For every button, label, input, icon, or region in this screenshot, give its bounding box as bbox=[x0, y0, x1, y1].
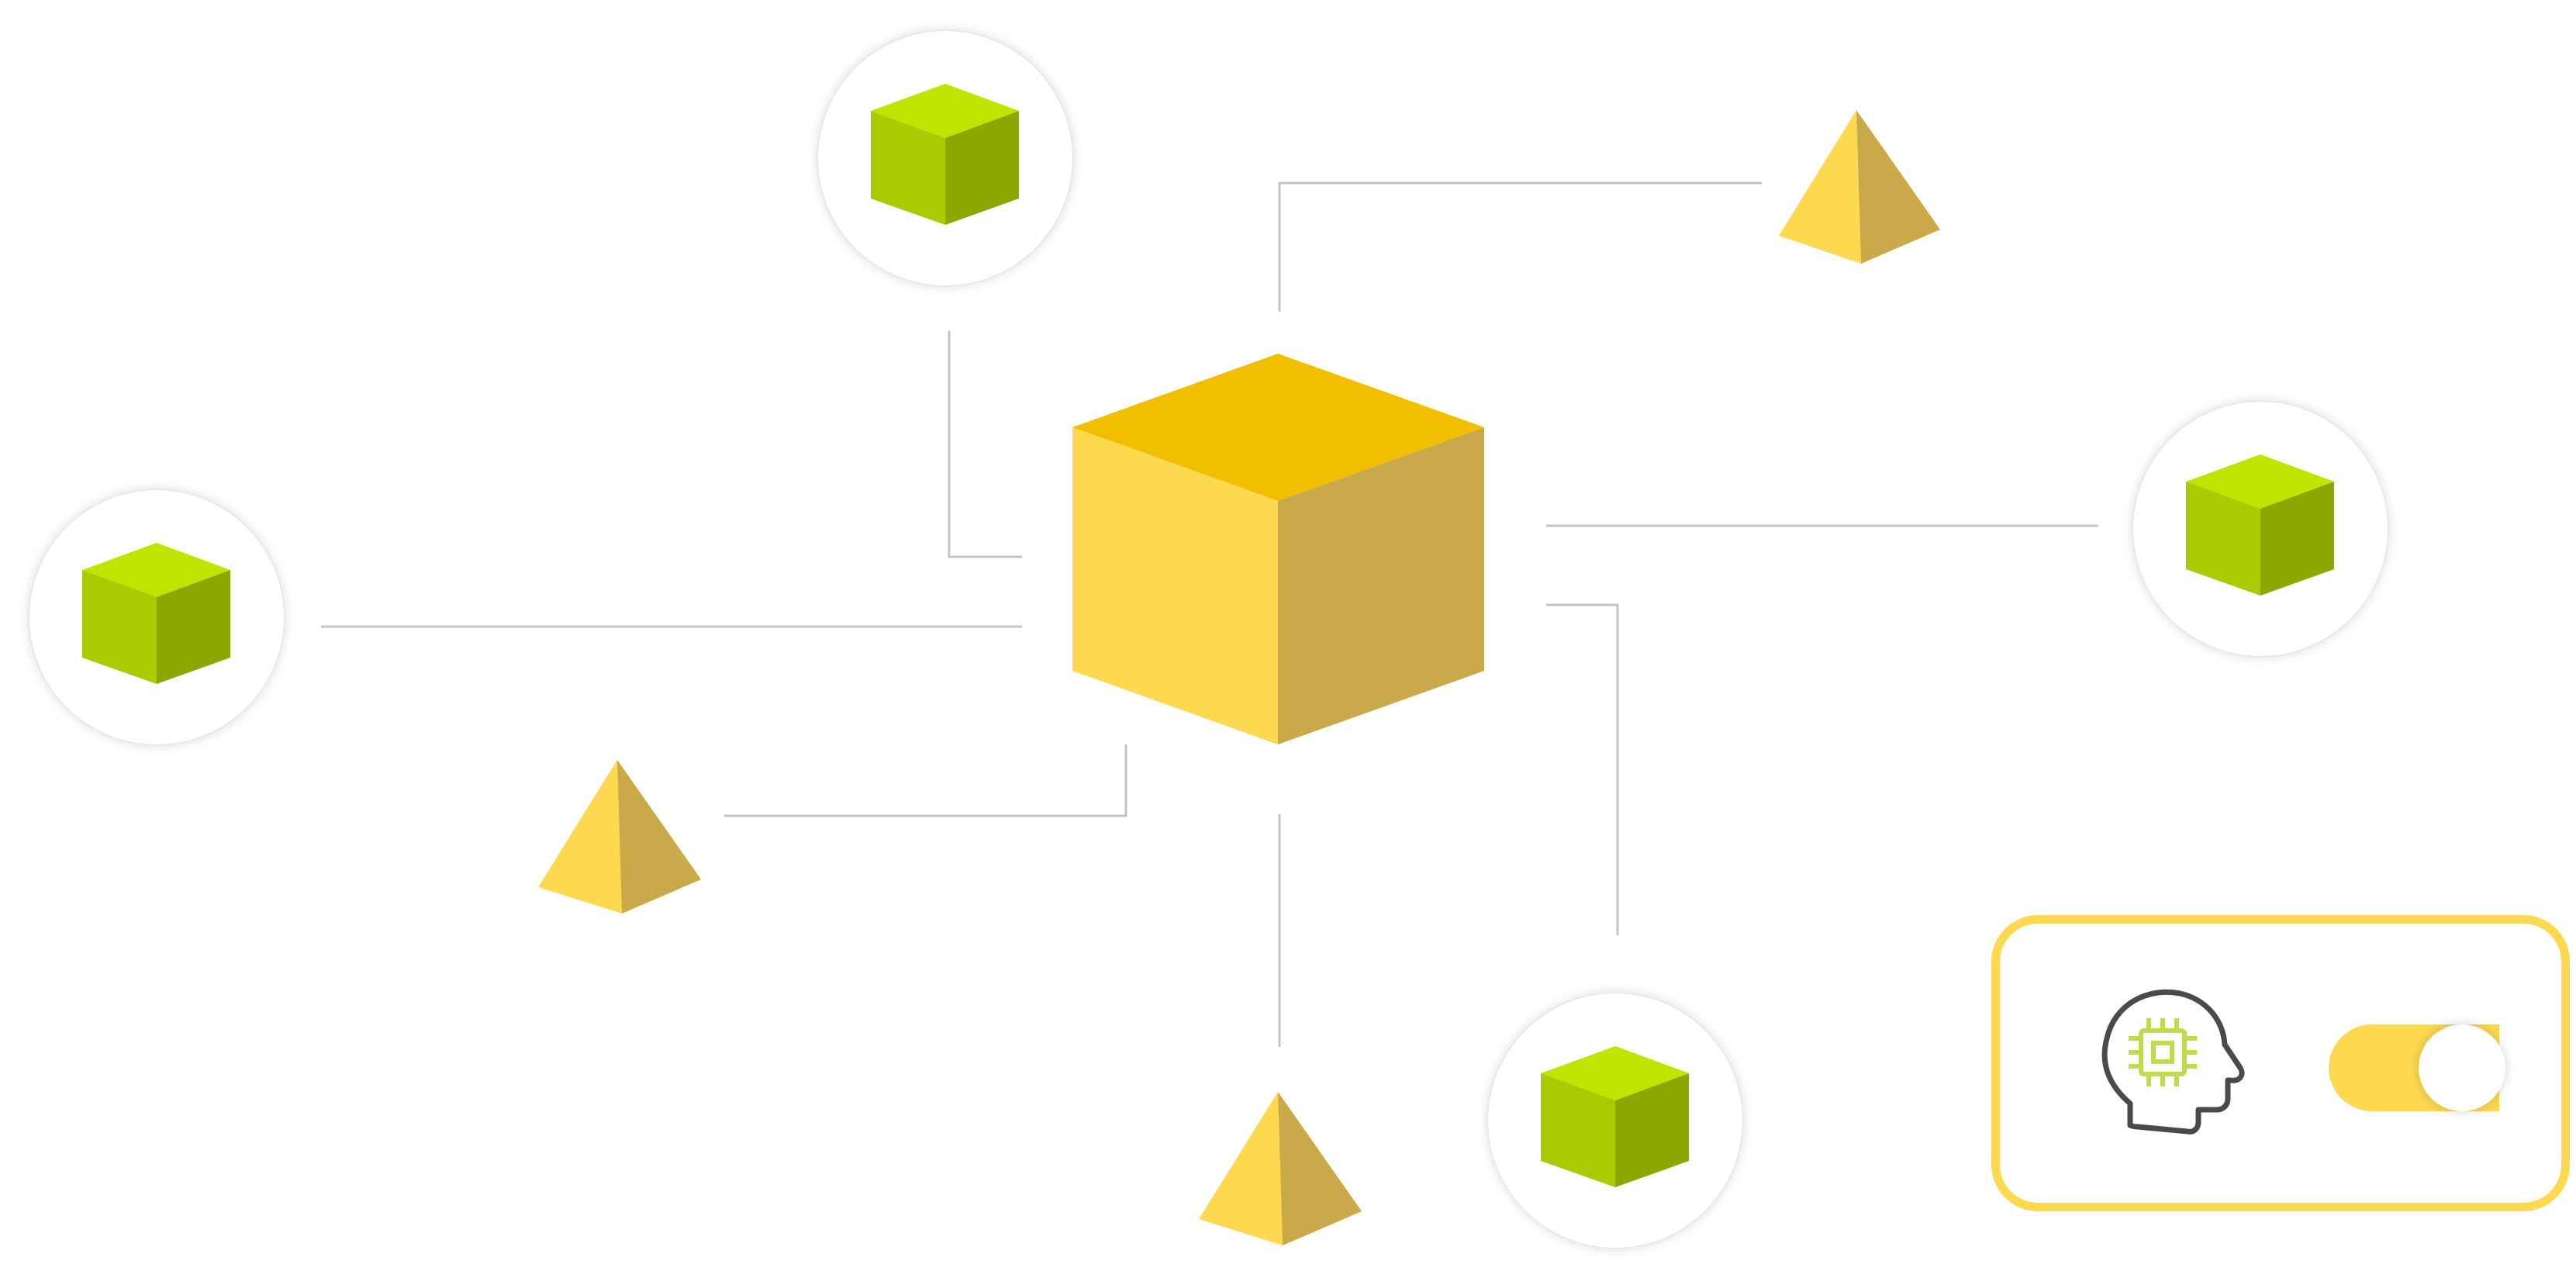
connector-top-right bbox=[1278, 181, 1762, 312]
connector-right-down bbox=[1546, 603, 1619, 935]
pyramid-top-right bbox=[1779, 110, 1940, 264]
cube-node-bottom bbox=[1488, 993, 1742, 1248]
cube-icon bbox=[1541, 1046, 1689, 1187]
ai-head-chip-icon bbox=[2101, 989, 2245, 1135]
central-cube-right bbox=[1278, 427, 1484, 744]
toggle-knob bbox=[2419, 1024, 2505, 1111]
ai-toggle-switch[interactable] bbox=[2329, 1024, 2505, 1111]
connector-bottom-left bbox=[724, 744, 1127, 817]
cube-icon bbox=[2186, 454, 2334, 596]
ai-toggle-card bbox=[1991, 915, 2570, 1211]
central-cube-left bbox=[1072, 427, 1278, 744]
central-cube-top bbox=[1072, 354, 1484, 501]
pyramid-bottom bbox=[1199, 1092, 1362, 1245]
cube-icon bbox=[871, 84, 1019, 225]
cube-node-right bbox=[2133, 402, 2388, 656]
connector-top-left bbox=[948, 331, 1022, 558]
cube-icon bbox=[82, 543, 230, 684]
pyramid-bottom-left bbox=[538, 760, 701, 914]
cube-node-left bbox=[29, 490, 284, 744]
cube-node-top bbox=[818, 31, 1072, 285]
